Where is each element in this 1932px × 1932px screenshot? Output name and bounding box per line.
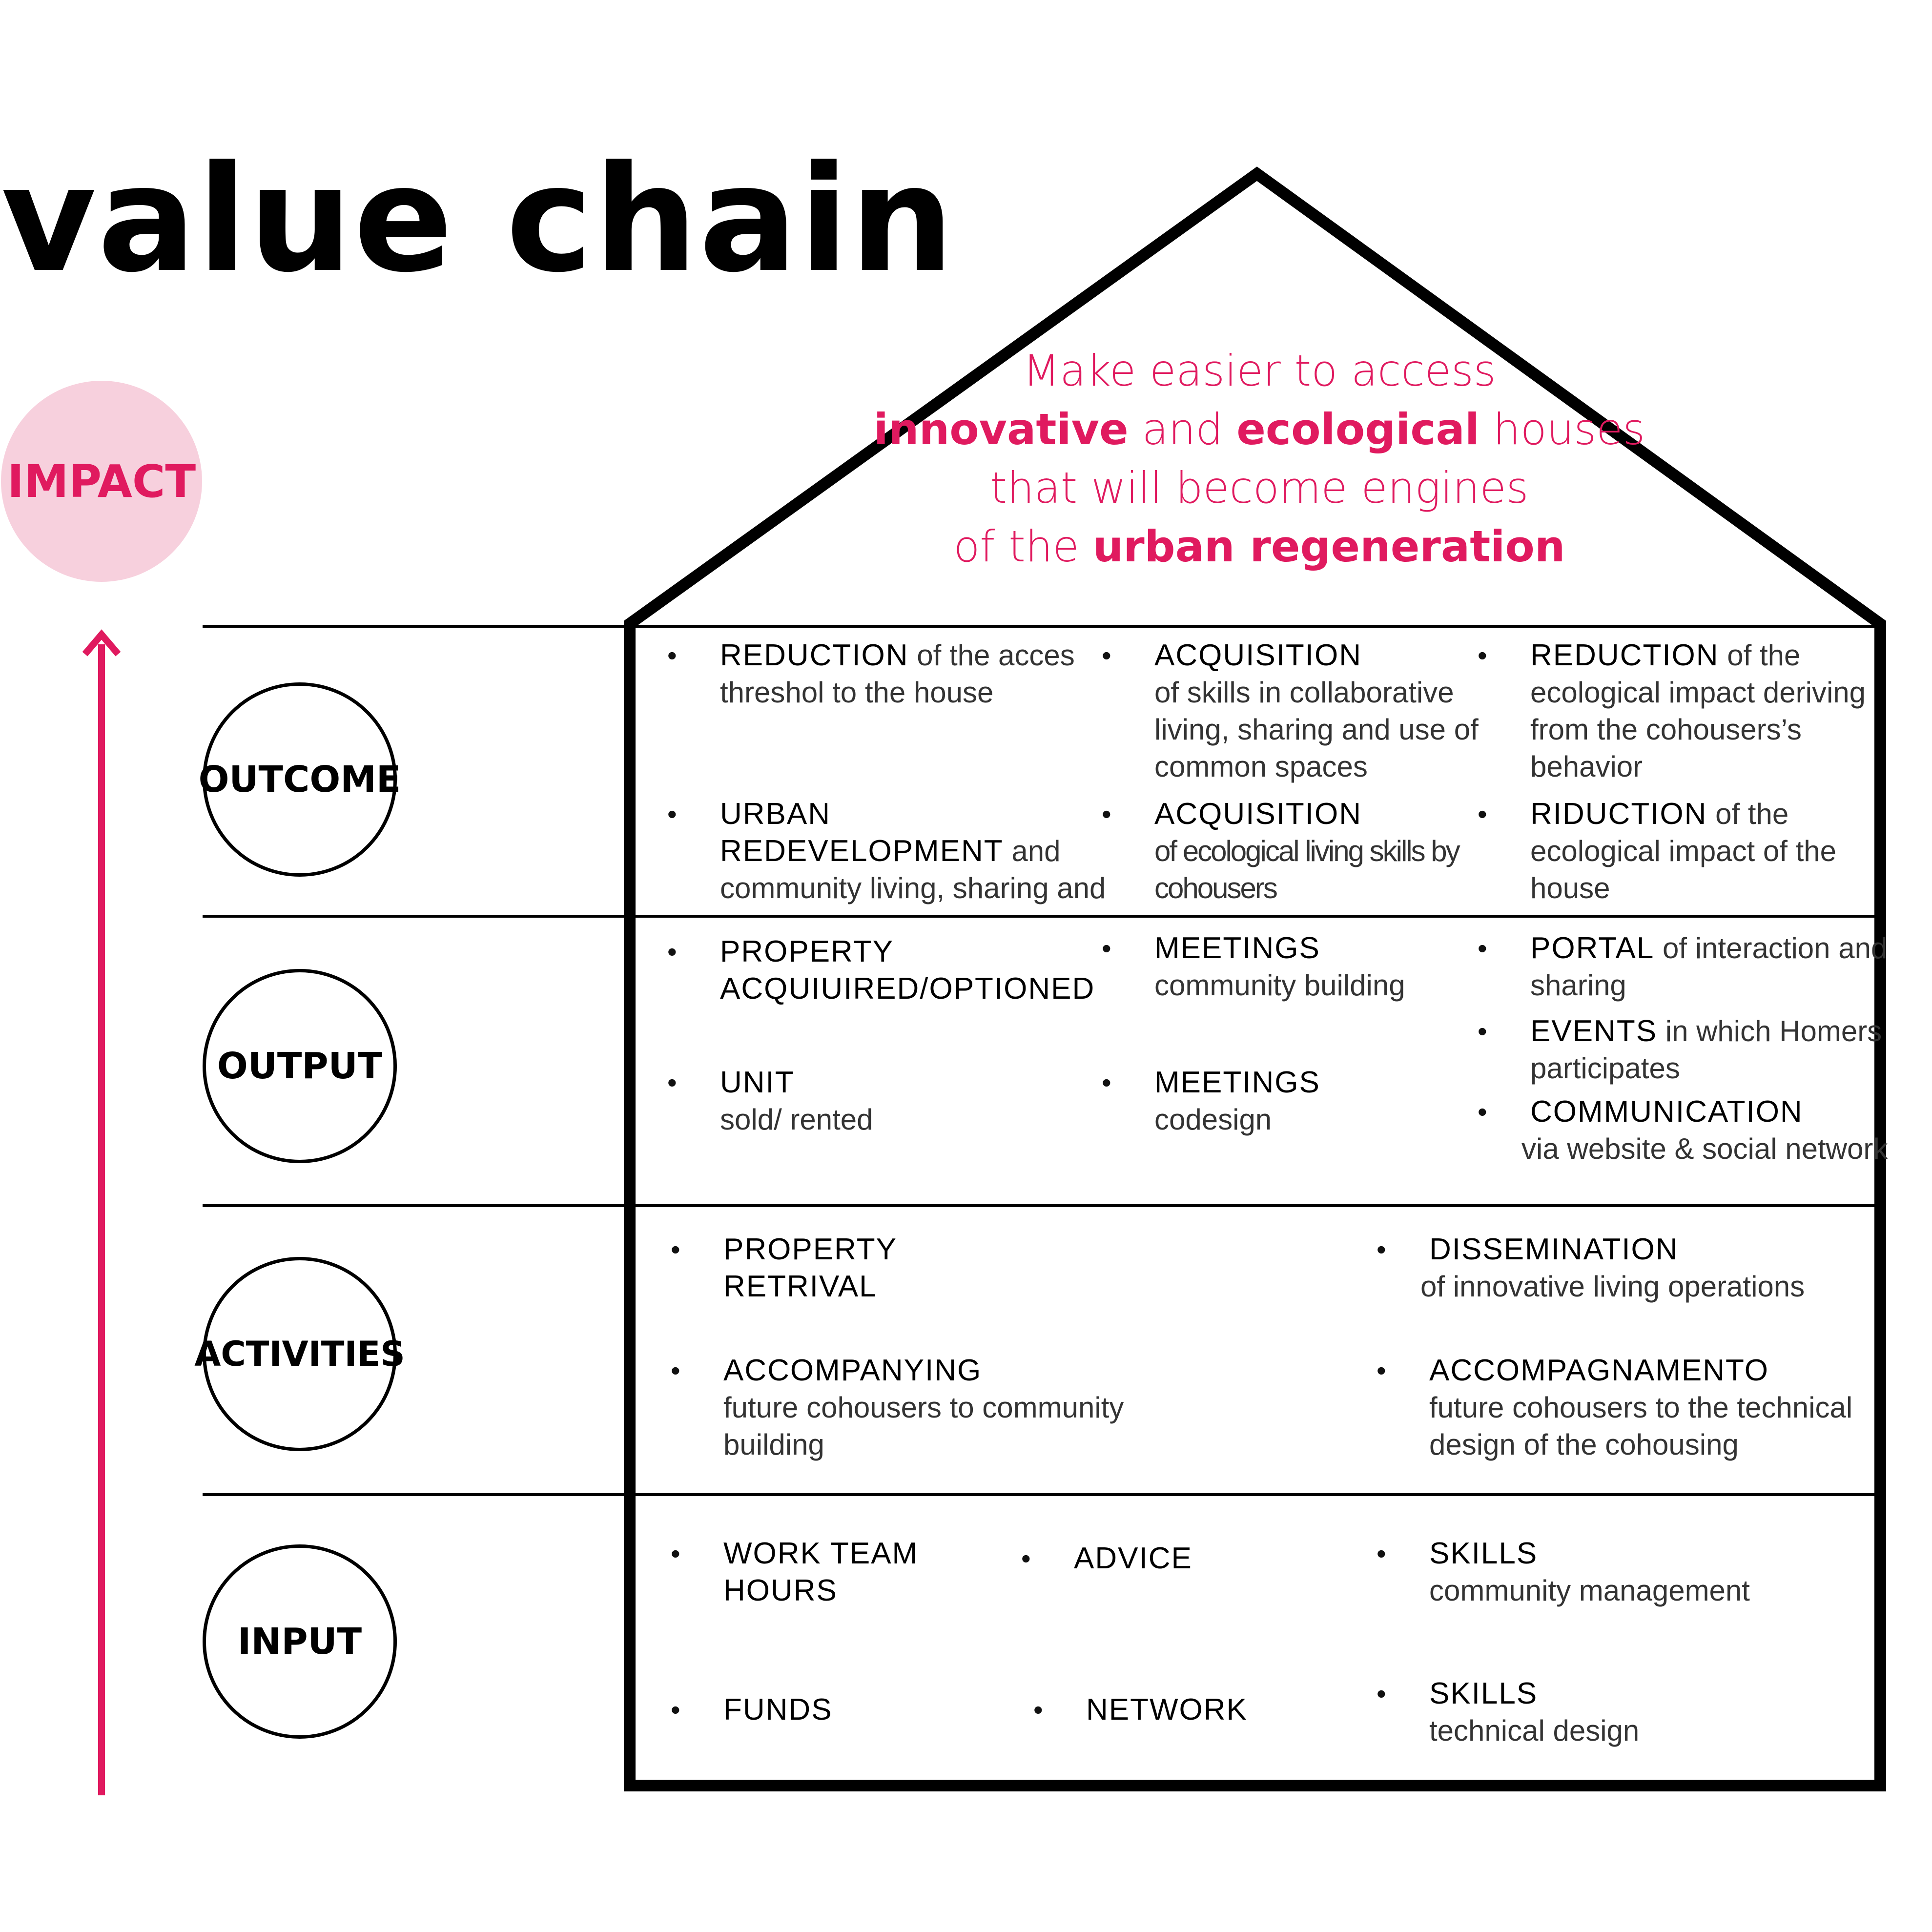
outcome-item: • REDUCTION of the ecological impact der… [1478,638,1866,783]
output-item: • MEETINGS community building [1102,931,1405,1002]
activities-item: • ACCOMPAGNAMENTO future cohousers to th… [1377,1354,1853,1461]
impact-arrow-head [82,629,121,657]
outcome-label: OUTCOME [198,759,401,801]
output-circle: OUTPUT [203,969,397,1163]
impact-statement-line-4: of the urban regeneration [953,521,1565,572]
page-title: value chain [1,134,955,305]
input-item: • SKILLS technical design [1377,1677,1640,1747]
input-item: • WORK TEAM HOURS [671,1537,919,1607]
outcome-item: • ACQUISITION of skills in collaborative… [1102,638,1479,783]
output-label: OUTPUT [217,1045,383,1087]
impact-statement-line-2: innovative and ecological houses [873,404,1645,454]
impact-label: IMPACT [7,455,196,508]
outcome-item: • URBAN REDEVELOPMENT and community livi… [667,797,1106,904]
input-item: • NETWORK [1033,1693,1248,1726]
outcome-item: • ACQUISITION of ecological living skill… [1102,797,1460,904]
activities-label: ACTIVITIES [194,1334,405,1374]
output-item: • PORTAL of interaction and sharing [1478,931,1888,1002]
impact-statement-line-1: Make easier to access [1023,346,1496,396]
activities-circle: ACTIVITIES [194,1257,405,1451]
activities-item: • PROPERTY RETRIVAL [671,1233,897,1303]
impact-statement: Make easier to access innovative and eco… [830,342,1689,576]
input-circle: INPUT [203,1544,397,1739]
input-label: INPUT [237,1621,362,1663]
output-item: • MEETINGS codesign [1102,1066,1320,1136]
input-item: • SKILLS community management [1377,1537,1750,1607]
outcome-item: • RIDUCTION of the ecological impact of … [1478,797,1837,904]
activities-item: • DISSEMINATION of innovative living ope… [1377,1233,1805,1303]
output-item: • COMMUNICATION via website & social net… [1478,1095,1888,1165]
impact-circle: IMPACT [1,381,202,582]
outcome-item: • REDUCTION of the acces threshol to the… [667,638,1075,709]
impact-statement-line-3: that will become engines [990,463,1529,513]
activities-item: • ACCOMPANYING future cohousers to commu… [671,1354,1124,1461]
output-item: • UNIT sold/ rented [667,1066,873,1136]
input-item: • FUNDS [671,1693,833,1726]
input-item: • ADVICE [1021,1541,1192,1575]
outcome-circle: OUTCOME [199,682,401,877]
output-item: • EVENTS in which Homers participates [1478,1014,1882,1085]
output-item: • PROPERTY ACQUIUIRED/OPTIONED [667,935,1095,1006]
